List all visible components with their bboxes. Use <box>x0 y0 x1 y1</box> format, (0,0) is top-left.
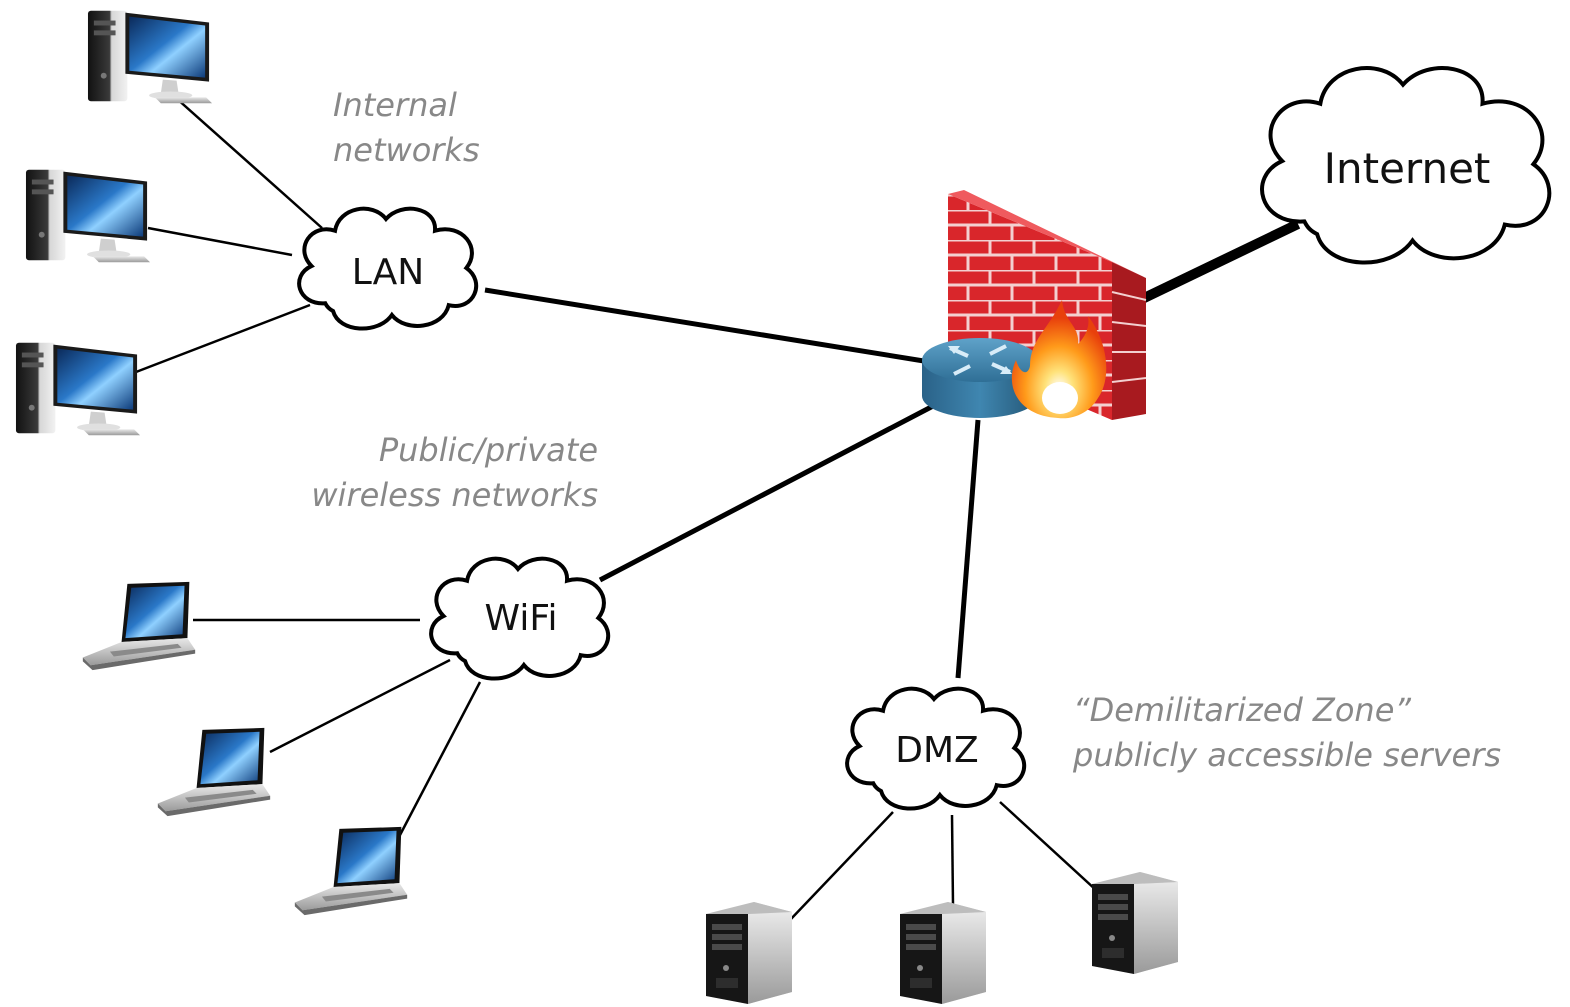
link-wifi-laptop-3 <box>398 681 482 836</box>
note-line: wireless networks <box>311 476 598 514</box>
link-lan-desktop-3 <box>135 303 311 374</box>
laptop-icon <box>82 581 196 671</box>
wifi-laptops <box>82 581 408 916</box>
cloud-internet-label: Internet <box>1324 144 1491 193</box>
note-line: Internal <box>333 86 457 124</box>
link-firewall-internet <box>1137 219 1301 305</box>
link-wifi-firewall <box>598 402 937 583</box>
link-lan-firewall <box>484 287 931 365</box>
laptop-icon <box>294 826 408 916</box>
cloud-wifi: WiFi <box>429 556 611 681</box>
server-tower-icon <box>900 902 986 1004</box>
connections <box>135 97 1301 921</box>
laptop-icon <box>157 727 271 817</box>
link-dmz-firewall <box>955 419 981 679</box>
note-line: “Demilitarized Zone” <box>1073 691 1411 729</box>
note-line: Public/private <box>379 431 598 469</box>
link-lan-desktop-2 <box>147 226 293 257</box>
link-wifi-laptop-2 <box>269 658 451 754</box>
fire-icon <box>1011 300 1107 419</box>
cloud-internet: Internet <box>1262 68 1549 262</box>
server-tower-icon <box>706 902 792 1004</box>
link-dmz-server-2 <box>950 814 955 906</box>
desktop-icon <box>25 169 151 263</box>
note-line: publicly accessible servers <box>1072 736 1501 774</box>
server-tower-icon <box>1092 872 1178 974</box>
cloud-lan: LAN <box>297 206 479 331</box>
lan-desktops <box>15 10 213 436</box>
link-dmz-server-3 <box>999 801 1097 891</box>
note-wireless-networks: Public/private wireless networks <box>311 431 598 514</box>
link-dmz-server-1 <box>789 811 894 921</box>
cloud-wifi-label: WiFi <box>485 598 558 639</box>
desktop-icon <box>15 342 141 436</box>
note-line: networks <box>333 131 480 169</box>
note-internal-networks: Internal networks <box>333 86 480 169</box>
cloud-dmz: DMZ <box>845 686 1027 811</box>
router-icon <box>922 338 1038 418</box>
link-lan-desktop-1 <box>175 97 323 229</box>
note-dmz: “Demilitarized Zone” publicly accessible… <box>1072 691 1501 774</box>
cloud-lan-label: LAN <box>352 252 424 293</box>
dmz-servers <box>706 872 1178 1004</box>
desktop-icon <box>87 10 213 104</box>
cloud-dmz-label: DMZ <box>895 730 978 771</box>
